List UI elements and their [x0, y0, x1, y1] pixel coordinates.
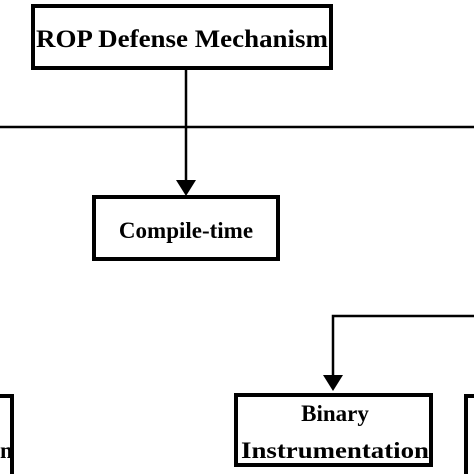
left-partial-node: n — [0, 394, 14, 474]
left-partial-node-label: n — [0, 438, 13, 463]
binary-instrumentation-node-box — [234, 393, 433, 467]
left-partial-node-box — [0, 394, 14, 474]
compile-time-node-label: Compile-time — [119, 218, 253, 243]
binary-instrumentation-arrow-head — [323, 375, 343, 391]
right-partial-node-box — [464, 394, 474, 474]
binary-instrumentation-label-line1: Binary — [301, 401, 369, 426]
compile-time-node: Compile-time — [92, 195, 280, 261]
binary-instrumentation-node: Binary Instrumentation — [234, 393, 433, 467]
binary-branch-connector — [331, 314, 474, 378]
root-node: ROP Defense Mechanism — [31, 4, 333, 70]
compile-time-node-box — [92, 195, 280, 261]
root-node-box — [31, 4, 333, 70]
binary-instrumentation-label-line2: Instrumentation — [241, 438, 429, 463]
compile-time-arrow-head — [176, 180, 196, 196]
root-node-label: ROP Defense Mechanism — [36, 26, 328, 53]
